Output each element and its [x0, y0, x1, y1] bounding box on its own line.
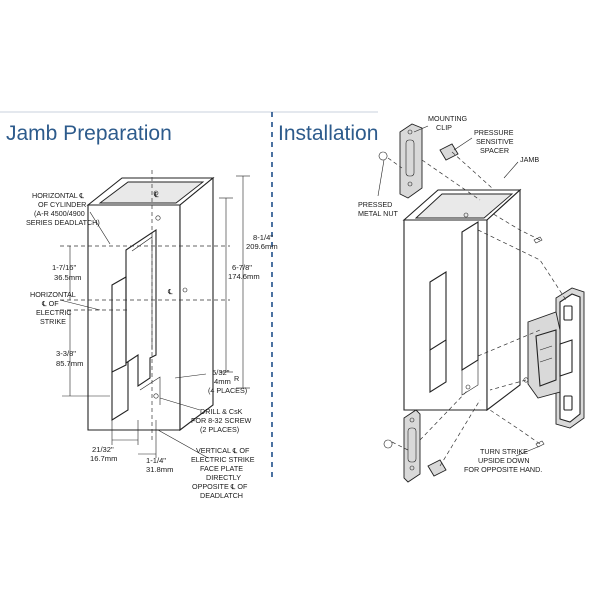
svg-text:(2 PLACES): (2 PLACES)	[200, 425, 239, 434]
svg-text:1-1/4": 1-1/4"	[146, 456, 166, 465]
svg-text:31.8mm: 31.8mm	[146, 465, 173, 474]
svg-text:CLIP: CLIP	[436, 123, 452, 132]
svg-text:SERIES DEADLATCH): SERIES DEADLATCH)	[26, 218, 100, 227]
dim-3-3-8: 3-3/8" 85.7mm	[56, 349, 83, 368]
svg-text:FOR OPPOSITE HAND.: FOR OPPOSITE HAND.	[464, 465, 542, 474]
svg-text:36.5mm: 36.5mm	[54, 273, 81, 282]
dim-5-32: 5/32" 4mm R (4 PLACES)	[208, 368, 247, 395]
svg-text:OF CYLINDER: OF CYLINDER	[38, 200, 86, 209]
svg-text:85.7mm: 85.7mm	[56, 359, 83, 368]
svg-text:SENSITIVE: SENSITIVE	[476, 137, 514, 146]
svg-text:DEADLATCH: DEADLATCH	[200, 491, 243, 500]
svg-text:16.7mm: 16.7mm	[90, 454, 117, 463]
dim-6-7-8: 6-7/8" 174.6mm	[228, 263, 260, 281]
svg-text:(4 PLACES): (4 PLACES)	[208, 386, 247, 395]
svg-text:(A-R 4500/4900: (A-R 4500/4900	[34, 209, 85, 218]
pressure-spacer-label: PRESSURE SENSITIVE SPACER	[474, 128, 514, 155]
spacer-bottom	[427, 459, 447, 477]
svg-text:5/32": 5/32"	[212, 368, 230, 377]
mounting-clip-bottom	[403, 409, 421, 483]
jamb-label: JAMB	[520, 155, 539, 164]
drill-label: DRILL & CsK FOR 8-32 SCREW (2 PLACES)	[191, 407, 252, 434]
svg-text:174.6mm: 174.6mm	[228, 272, 260, 281]
horizontal-cylinder-label: HORIZONTAL ℄ OF CYLINDER (A-R 4500/4900 …	[26, 191, 100, 227]
svg-text:HORIZONTAL ℄: HORIZONTAL ℄	[32, 191, 85, 200]
svg-text:FOR 8-32 SCREW: FOR 8-32 SCREW	[191, 416, 252, 425]
installation-title: Installation	[278, 122, 378, 145]
installation-drawing	[377, 123, 585, 483]
svg-text:UPSIDE DOWN: UPSIDE DOWN	[478, 456, 530, 465]
svg-text:1-7/16": 1-7/16"	[52, 263, 77, 272]
svg-text:℄ OF: ℄ OF	[41, 299, 59, 308]
svg-text:21/32": 21/32"	[92, 445, 114, 454]
svg-text:PRESSED: PRESSED	[358, 200, 392, 209]
electric-strike	[527, 287, 585, 429]
dim-8-1-4: 8-1/4" 209.6mm	[246, 233, 278, 251]
svg-text:METAL NUT: METAL NUT	[358, 209, 399, 218]
svg-text:ELECTRIC STRIKE: ELECTRIC STRIKE	[191, 455, 255, 464]
svg-text:FACE PLATE: FACE PLATE	[200, 464, 243, 473]
mounting-clip-label: MOUNTING CLIP	[428, 114, 468, 132]
dim-1-1-4: 1-1/4" 31.8mm	[146, 456, 173, 474]
svg-text:MOUNTING: MOUNTING	[428, 114, 468, 123]
svg-text:R: R	[234, 374, 239, 383]
svg-text:SPACER: SPACER	[480, 146, 509, 155]
svg-text:TURN STRIKE: TURN STRIKE	[480, 447, 528, 456]
jamb-prep-drawing: ℄ ℄	[59, 170, 250, 459]
svg-text:6-7/8": 6-7/8"	[232, 263, 252, 272]
svg-text:DIRECTLY: DIRECTLY	[206, 473, 241, 482]
turn-strike-label: TURN STRIKE UPSIDE DOWN FOR OPPOSITE HAN…	[464, 447, 542, 474]
svg-text:℄: ℄	[153, 190, 159, 199]
svg-text:3-3/8": 3-3/8"	[56, 349, 76, 358]
svg-text:℄: ℄	[167, 287, 173, 296]
svg-text:8-1/4": 8-1/4"	[253, 233, 273, 242]
metal-nut-bottom	[383, 439, 393, 449]
svg-text:209.6mm: 209.6mm	[246, 242, 278, 251]
svg-text:HORIZONTAL: HORIZONTAL	[30, 290, 76, 299]
dim-1-7-16: 1-7/16" 36.5mm	[52, 263, 81, 282]
horizontal-strike-label: HORIZONTAL ℄ OF ELECTRIC STRIKE	[30, 290, 76, 326]
svg-text:DRILL & CsK: DRILL & CsK	[200, 407, 243, 416]
vertical-centerline-note: VERTICAL ℄ OF ELECTRIC STRIKE FACE PLATE…	[191, 446, 255, 500]
svg-text:OPPOSITE ℄ OF: OPPOSITE ℄ OF	[192, 482, 248, 491]
svg-text:PRESSURE: PRESSURE	[474, 128, 514, 137]
mounting-clip-top	[399, 123, 423, 199]
spacer-top	[439, 143, 459, 161]
svg-text:STRIKE: STRIKE	[40, 317, 66, 326]
svg-text:VERTICAL ℄ OF: VERTICAL ℄ OF	[196, 446, 250, 455]
svg-text:4mm: 4mm	[214, 377, 231, 386]
pressed-nut-label: PRESSED METAL NUT	[358, 200, 399, 218]
dim-21-32: 21/32" 16.7mm	[90, 445, 117, 463]
svg-text:ELECTRIC: ELECTRIC	[36, 308, 72, 317]
metal-nut-top	[378, 151, 388, 161]
jamb-preparation-title: Jamb Preparation	[6, 122, 172, 145]
